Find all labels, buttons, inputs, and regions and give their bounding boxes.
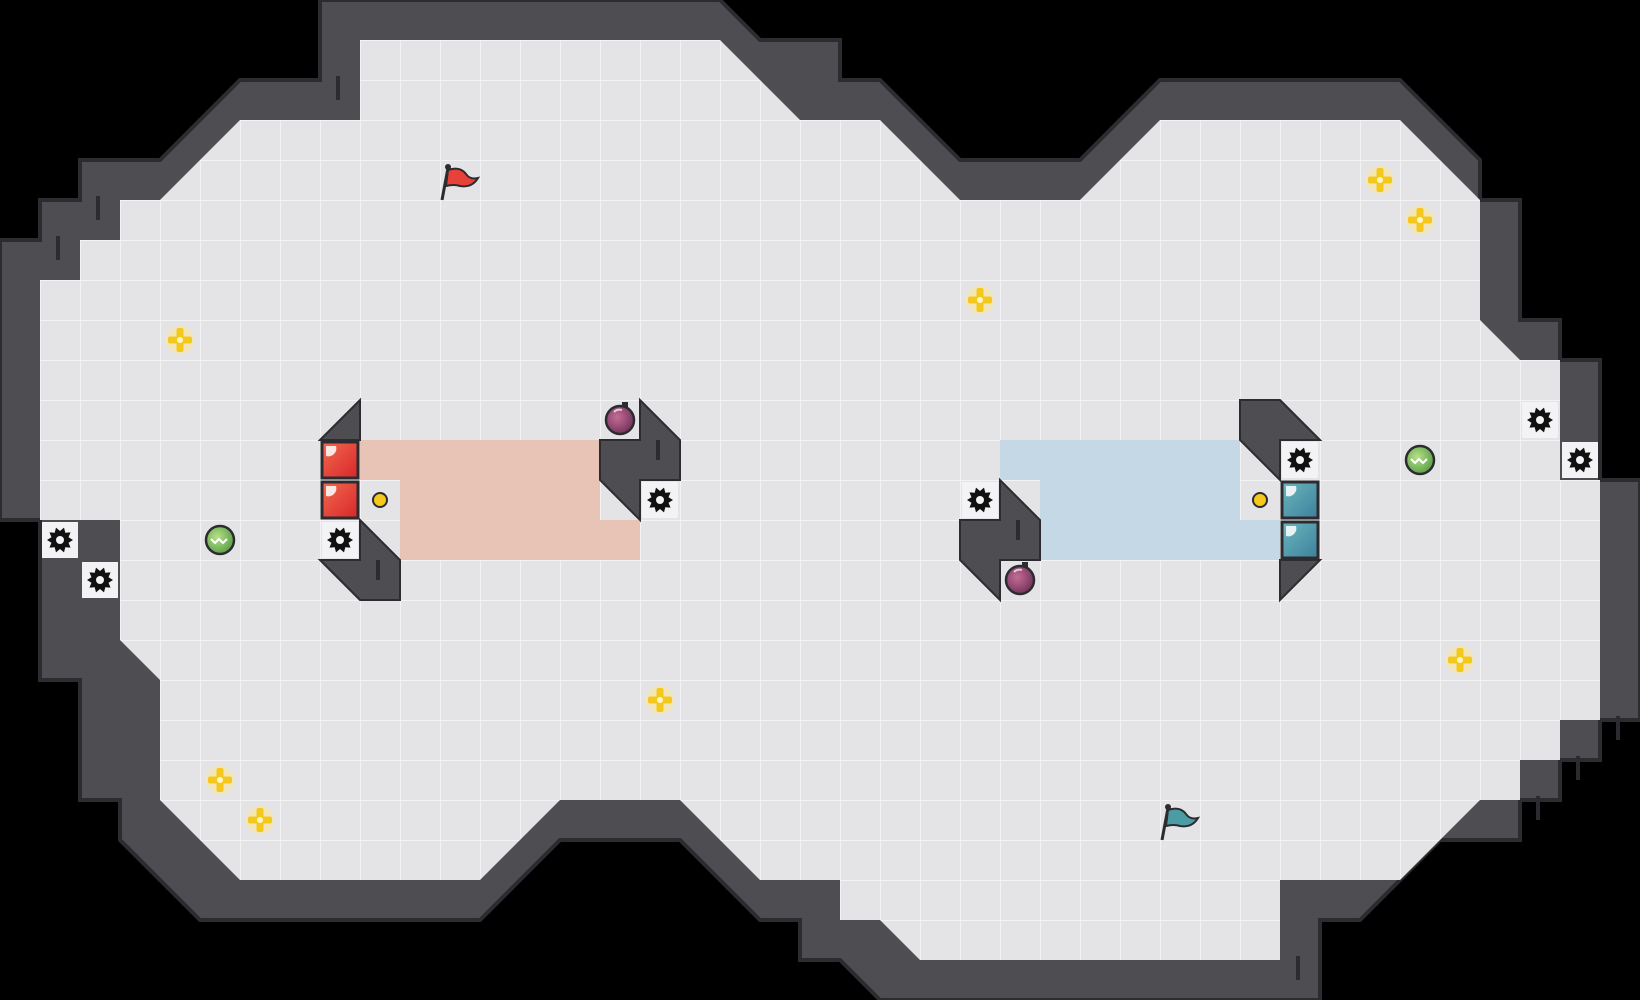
red-gate-tile: [320, 480, 360, 520]
bomb-icon: [1004, 562, 1036, 596]
spike-icon: [322, 522, 358, 558]
blue-gate-tile: [1280, 520, 1320, 560]
blue-wall-slit: [1016, 520, 1020, 540]
spike-icon: [1562, 442, 1598, 478]
spikes-layer: [42, 402, 1598, 598]
spike-icon: [42, 522, 78, 558]
boost-icon: [1406, 206, 1434, 234]
boost-icon: [166, 326, 194, 354]
boost-icon: [246, 806, 274, 834]
powerup-icon: [204, 524, 236, 556]
portal-icon: [1252, 492, 1268, 508]
boost-icon: [1366, 166, 1394, 194]
wall-details: [56, 76, 1620, 980]
red-gate-tile: [320, 440, 360, 480]
boost-icon: [1446, 646, 1474, 674]
arena-floor: [40, 40, 1600, 960]
portal-icon: [372, 492, 388, 508]
powerup-icon: [1404, 444, 1436, 476]
spike-icon: [82, 562, 118, 598]
red-flag-icon: [440, 164, 481, 201]
red-wall-slit: [376, 560, 380, 580]
red-wall-slit: [656, 440, 660, 460]
spike-icon: [1282, 442, 1318, 478]
bomb-icon: [604, 402, 636, 436]
spike-icon: [1522, 402, 1558, 438]
red-team-zone: [360, 440, 640, 560]
boost-icon: [206, 766, 234, 794]
blue-team-zone: [1000, 440, 1280, 560]
spike-icon: [962, 482, 998, 518]
blue-base-walls: [959, 399, 1323, 603]
blue-gate-tile: [1280, 480, 1320, 520]
boost-icon: [966, 286, 994, 314]
boost-icon: [646, 686, 674, 714]
boosts-layer: [166, 166, 1474, 834]
blue-flag-icon: [1160, 804, 1201, 841]
spike-icon: [642, 482, 678, 518]
